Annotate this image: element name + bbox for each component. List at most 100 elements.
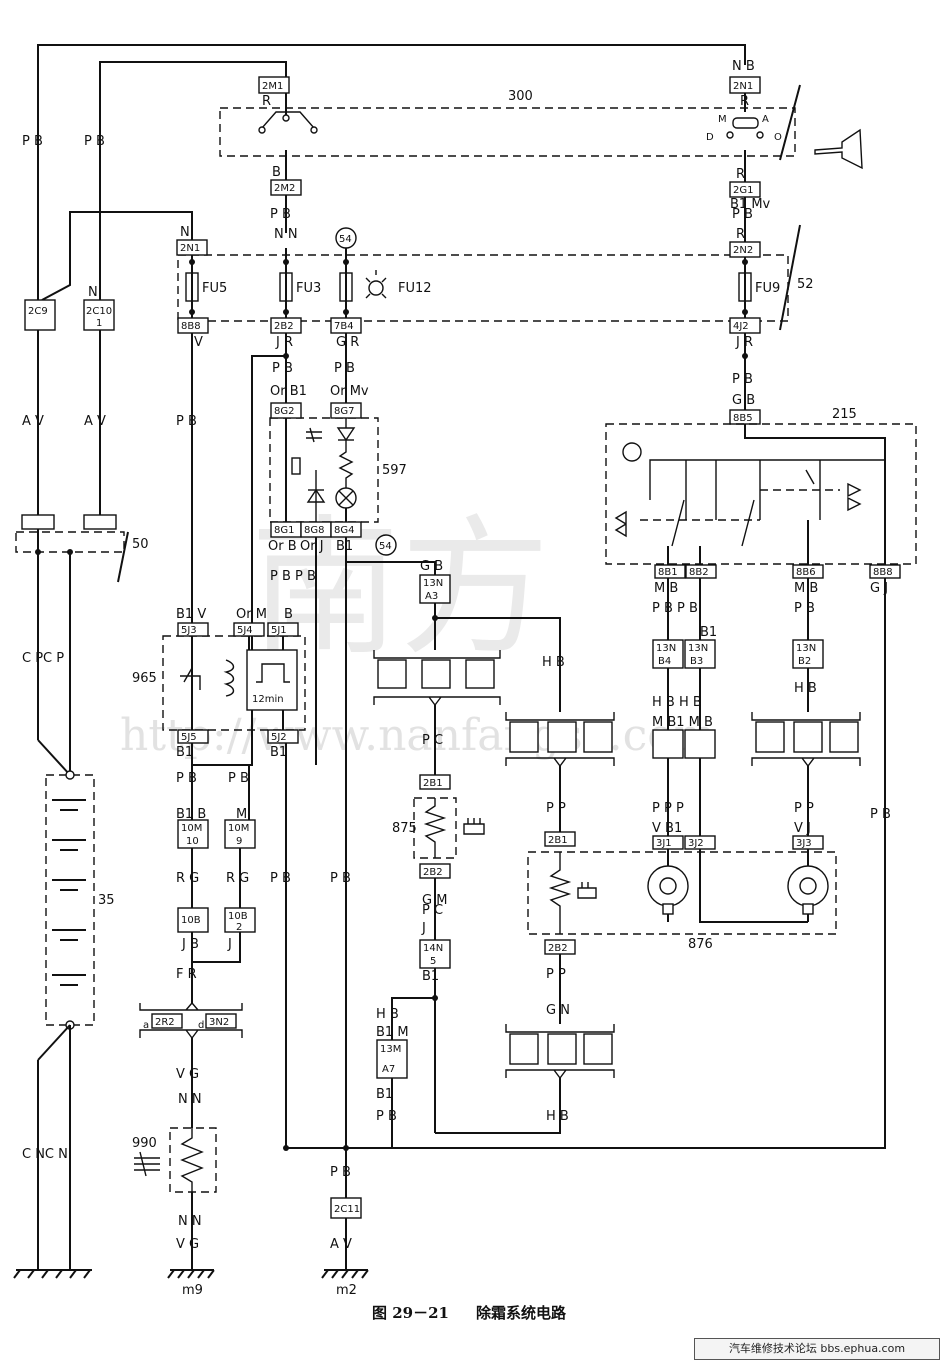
fuse-fu5: FU5 xyxy=(202,281,227,296)
wire-code: A V xyxy=(84,414,106,429)
wire-code: B1 xyxy=(376,1087,393,1102)
indicator-54-top: 54 xyxy=(339,234,352,245)
wire-code: N N xyxy=(178,1214,202,1229)
conn-8b1: 8B1 xyxy=(658,567,678,578)
conn-13n-pin: B2 xyxy=(798,656,811,667)
relay-597: 597 8G2 8G7 8G1 8G8 8G4 xyxy=(269,402,407,765)
battery-branch: 50 35 C PC P C NC N xyxy=(13,514,149,1279)
watermark-url: http://www.nanfangse.com xyxy=(120,710,715,761)
wire-code: N xyxy=(88,285,98,300)
label-965: 965 xyxy=(132,671,157,686)
wire-code: H B xyxy=(542,655,565,670)
label-990: 990 xyxy=(132,1136,157,1151)
conn-2c10-pin: 1 xyxy=(96,318,102,329)
switch-pos-a: A xyxy=(762,114,769,125)
svg-text:a: a xyxy=(143,1020,149,1031)
timer-12min: 12min xyxy=(252,694,284,705)
wire-code: Or Mv xyxy=(330,384,369,399)
conn-10b-pin: 2 xyxy=(236,922,242,933)
timer-module-965: 965 5J3 5J4 5J1 5J5 5J2 12min xyxy=(132,622,306,1148)
conn-10m-pin: 9 xyxy=(236,836,242,847)
conn-8g4: 8G4 xyxy=(334,525,354,536)
conn-3j3: 3J3 xyxy=(796,838,812,849)
wire-code: P B P B xyxy=(270,569,316,584)
conn-3j2: 3J2 xyxy=(688,838,704,849)
wire-code: P B xyxy=(272,361,293,376)
wire-code: R G xyxy=(226,871,249,886)
conn-2n1-left: 2N1 xyxy=(180,243,200,254)
fuse-box-52: 52 FU5 FU3 FU12 FU9 54 xyxy=(177,224,814,331)
ground-m2-branch: 2C11 m2 P B A V xyxy=(321,562,369,1298)
conn-2n2: 2N2 xyxy=(733,245,753,256)
wire-code: N N xyxy=(274,227,298,242)
indicator-54-bottom: 54 xyxy=(379,541,392,552)
wire-code: G J xyxy=(870,581,888,596)
caption-figure-number: 图 29－21 xyxy=(372,1304,449,1322)
conn-13n-pin: A3 xyxy=(425,591,438,602)
wire-code: P P xyxy=(546,967,566,982)
wire-code: Or B1 xyxy=(270,384,307,399)
conn-5j1: 5J1 xyxy=(271,625,287,636)
wire-code: N xyxy=(180,225,190,240)
wire-code: P B xyxy=(732,372,753,387)
conn-8g8: 8G8 xyxy=(304,525,324,536)
wire-code: V B1 xyxy=(652,821,682,836)
wire-code: P B xyxy=(376,1109,397,1124)
wire-code: P B xyxy=(330,871,351,886)
conn-13n: 13N xyxy=(796,643,816,654)
wire-code: P B xyxy=(334,361,355,376)
wire-code: G M xyxy=(422,893,447,908)
conn-2m2: 2M2 xyxy=(274,183,295,194)
wire-code: P B P B xyxy=(652,601,698,616)
label-35: 35 xyxy=(98,893,115,908)
wire-code: N N xyxy=(178,1092,202,1107)
wire-code: H B xyxy=(546,1109,569,1124)
conn-5j4: 5J4 xyxy=(237,625,253,636)
wire-code: M B xyxy=(654,581,678,596)
ground-m2: m2 xyxy=(336,1283,357,1298)
wire-code: P P xyxy=(794,801,814,816)
conn-5j2: 5J2 xyxy=(271,732,287,743)
conn-8b2: 8B2 xyxy=(689,567,709,578)
watermark: 南方 http://www.nanfangse.com xyxy=(120,502,715,761)
wire-code: P B xyxy=(794,601,815,616)
relay-wire-codes: Or B Or J B1 P B P B 54 xyxy=(268,534,397,584)
conn-2b1: 2B1 xyxy=(423,778,443,789)
wire-code: Or J xyxy=(300,539,324,554)
wire-code: J xyxy=(421,921,426,936)
conn-3n2: 3N2 xyxy=(209,1017,229,1028)
conn-3j1: 3J1 xyxy=(656,838,672,849)
wire-code: V J xyxy=(794,821,811,836)
wire-code: P B xyxy=(270,207,291,222)
wire-code: C PC P xyxy=(22,651,64,666)
wire-code: Or M xyxy=(236,607,267,622)
fuse-fu12: FU12 xyxy=(398,281,432,296)
conn-8g1: 8G1 xyxy=(274,525,294,536)
conn-7b4: 7B4 xyxy=(334,321,354,332)
wire-code: G N xyxy=(546,1003,570,1018)
wire-code: R xyxy=(736,227,745,242)
wire-code: P P xyxy=(546,801,566,816)
conn-13m: 13M xyxy=(380,1044,401,1055)
wire-code: M xyxy=(236,807,247,822)
wire-code: P B xyxy=(176,414,197,429)
wire-code: M B1 M B xyxy=(652,715,713,730)
conn-10m: 10M xyxy=(228,823,249,834)
conn-8g7: 8G7 xyxy=(334,406,354,417)
switch-pos-o: O xyxy=(774,132,782,143)
conn-2b2: 2B2 xyxy=(423,867,443,878)
conn-13n: 13N xyxy=(656,643,676,654)
wire-code: F R xyxy=(176,967,197,982)
wire-code: R G xyxy=(176,871,199,886)
wire-code: V xyxy=(194,335,203,350)
wire-code: H B xyxy=(794,681,817,696)
wire-code: B xyxy=(272,165,281,180)
wire-code: B1 V xyxy=(176,607,206,622)
conn-5j3: 5J3 xyxy=(181,625,197,636)
wire-code: P B xyxy=(84,134,105,149)
fuse-fu3: FU3 xyxy=(296,281,321,296)
vertical-runs xyxy=(37,330,886,766)
wire-code: P P P xyxy=(652,801,684,816)
